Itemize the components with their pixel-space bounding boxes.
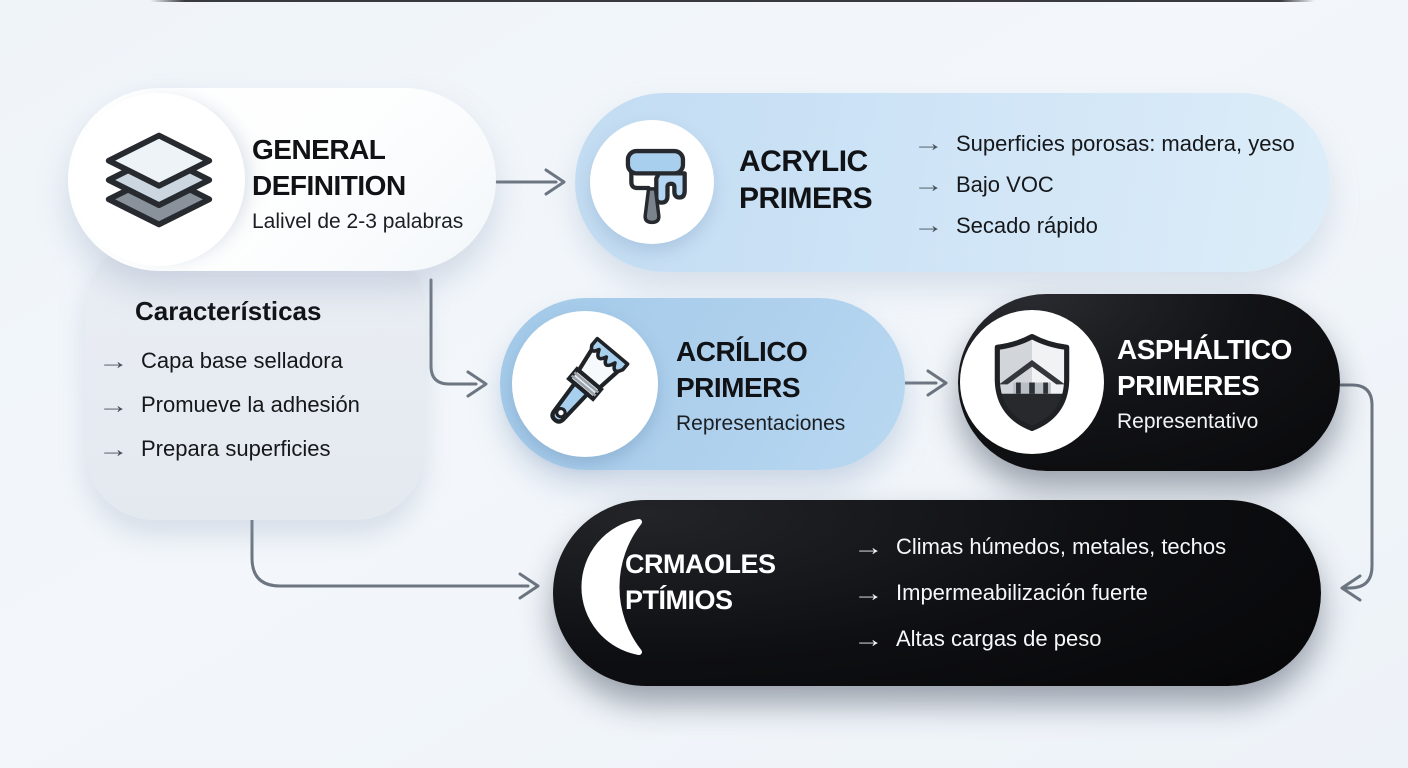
node-subtitle: Representaciones (676, 412, 846, 435)
node-title: PRIMERS (676, 372, 801, 403)
connector-general-to-acrylic (495, 168, 566, 196)
arrow-bullet-icon: → (853, 579, 885, 606)
list-item: → Secado rápido (913, 212, 1098, 238)
connector-acrilico-to-asphaltico (903, 369, 948, 397)
list-item: → Capa base selladora (98, 347, 343, 374)
icon-circle (590, 120, 714, 244)
node-subtitle: Representativo (1117, 410, 1259, 433)
arrow-bullet-icon: → (913, 130, 945, 156)
node-title: DEFINITION (252, 170, 406, 201)
paint-roller-icon (625, 148, 687, 225)
arrow-bullet-icon: → (853, 533, 885, 560)
node-title: GENERAL (252, 134, 386, 165)
icon-circle (512, 311, 658, 457)
node-title: PRIMERES (1117, 370, 1260, 401)
shield-house-icon (994, 333, 1070, 431)
crescent-icon (581, 519, 642, 655)
node-subtitle: Lalivel de 2-3 palabras (252, 210, 464, 233)
list-item: → Impermeabilización fuerte (853, 579, 1148, 606)
paint-brush-icon (550, 336, 630, 424)
connector-general-to-acrilico (429, 278, 488, 398)
list-item: → Promueve la adhesión (98, 391, 360, 418)
node-asphaltico-primeres: ASPHÁLTICO PRIMERES Representativo (958, 294, 1340, 471)
list-item: → Climas húmedos, metales, techos (853, 533, 1227, 560)
node-acrilico-primers: ACRÍLICO PRIMERS Representaciones (500, 298, 905, 470)
icon-circle (72, 93, 245, 266)
node-title: PTÍMIOS (625, 585, 733, 615)
list-item: → Prepara superficies (98, 435, 331, 462)
caracteristicas-heading: Características (135, 296, 322, 326)
arrow-bullet-icon: → (98, 435, 130, 462)
arrow-bullet-icon: → (913, 212, 945, 238)
connector-carac-to-crmaoles (250, 512, 540, 600)
caracteristicas-block: Características → Capa base selladora → … (98, 296, 360, 471)
node-title: PRIMERS (739, 182, 873, 215)
arrow-bullet-icon: → (98, 391, 130, 418)
arrow-bullet-icon: → (98, 347, 130, 374)
list-item: → Superficies porosas: madera, yeso (913, 130, 1295, 156)
arrow-bullet-icon: → (913, 171, 945, 197)
node-title: ACRÍLICO (676, 336, 808, 367)
list-item: → Bajo VOC (913, 171, 1054, 197)
node-crmaoles-ptimios: CRMAOLES PTÍMIOS → Climas húmedos, metal… (553, 500, 1321, 686)
top-edge-line (150, 0, 1315, 2)
list-item: → Altas cargas de peso (853, 625, 1102, 652)
node-acrylic-primers: ACRYLIC PRIMERS → Superficies porosas: m… (575, 93, 1330, 272)
arrow-bullet-icon: → (853, 625, 885, 652)
connector-asphaltico-to-crmaoles (1339, 383, 1374, 602)
node-title: CRMAOLES (625, 549, 776, 579)
layers-icon (105, 132, 212, 227)
caracteristicas-panel (85, 238, 425, 520)
node-title: ACRYLIC (739, 145, 868, 178)
node-title: ASPHÁLTICO (1117, 334, 1292, 365)
node-general-definition: GENERAL DEFINITION Lalivel de 2-3 palabr… (68, 88, 496, 271)
icon-circle (960, 310, 1104, 454)
